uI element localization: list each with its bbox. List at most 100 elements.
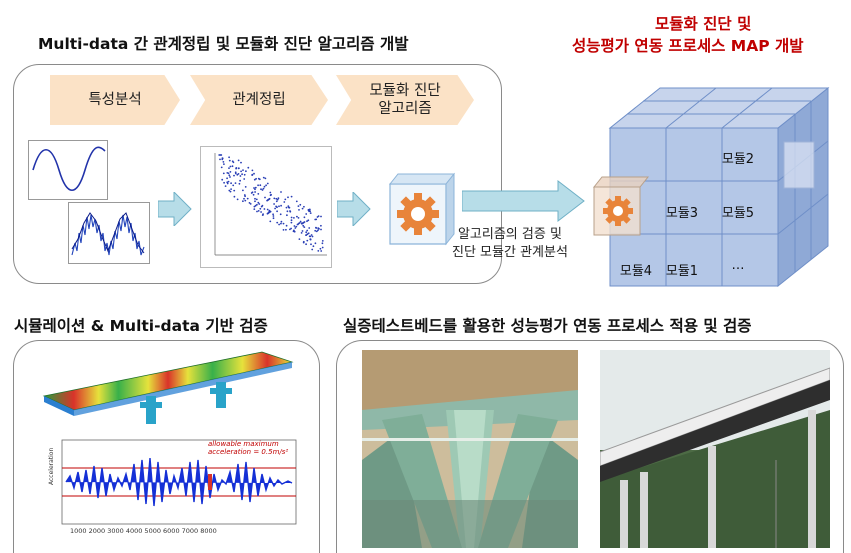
scatter-point	[270, 193, 272, 196]
scatter-point	[263, 208, 266, 210]
arrow-label-line2: 진단 모듈간 관계분석	[452, 244, 568, 260]
annotation-line2: acceleration = 0.5m/s²	[208, 448, 289, 457]
scatter-point	[243, 197, 245, 200]
scatter-point	[308, 235, 311, 238]
scatter-point	[283, 201, 286, 203]
step2-label: 관계정립	[232, 91, 286, 108]
scatter-point	[223, 181, 225, 184]
scatter-point	[299, 220, 302, 223]
scatter-point	[253, 208, 256, 210]
scatter-point	[262, 187, 265, 190]
scatter-point	[247, 166, 250, 169]
scatter-point	[305, 234, 308, 236]
scatter-point	[226, 177, 228, 180]
scatter-point	[286, 214, 288, 217]
scatter-point	[288, 206, 291, 209]
scatter-point	[305, 213, 308, 215]
scatter-graphic	[214, 153, 327, 256]
scatter-point	[307, 209, 310, 212]
bridge-underside-graphic	[362, 350, 578, 548]
scatter-point	[253, 187, 255, 189]
scatter-point	[230, 182, 232, 185]
scatter-point	[254, 197, 256, 200]
scatter-point	[269, 210, 272, 213]
scatter-point	[242, 169, 244, 171]
scatter-point	[311, 248, 314, 251]
scatter-point	[254, 200, 256, 203]
module-cube-graphic	[592, 86, 830, 288]
scatter-point	[259, 184, 262, 187]
svg-text:Acceleration: Acceleration	[48, 448, 55, 485]
scatter-point	[276, 198, 279, 201]
scatter-point	[244, 186, 247, 188]
scatter-point	[287, 196, 289, 199]
scatter-point	[280, 191, 282, 193]
scatter-point	[305, 243, 307, 246]
scatter-point	[234, 182, 237, 184]
scatter-point	[257, 210, 260, 212]
step1-label: 특성분석	[88, 91, 142, 108]
scatter-point	[285, 206, 288, 209]
bridge-side-photo	[600, 350, 830, 548]
scatter-point	[243, 178, 246, 180]
module-cube: 모듈2 모듈3 모듈5 모듈4 모듈1 …	[588, 60, 844, 292]
scatter-point	[266, 199, 268, 202]
scatter-point	[314, 229, 317, 232]
scatter-point	[297, 223, 299, 226]
scatter-point	[282, 229, 285, 231]
arrow-label-line1: 알고리즘의 검증 및	[457, 227, 562, 242]
scatter-point	[306, 220, 308, 223]
scatter-point	[226, 181, 229, 184]
scatter-point	[269, 220, 272, 223]
module-1-cell: 모듈1	[665, 263, 699, 279]
scatter-point	[273, 203, 275, 205]
scatter-point	[320, 250, 323, 252]
scatter-point	[229, 171, 232, 173]
scatter-point	[228, 189, 231, 192]
scatter-point	[244, 199, 247, 202]
scatter-point	[310, 243, 312, 246]
module-more-cell: …	[731, 257, 745, 273]
bridge-fem-model	[42, 351, 294, 424]
scatter-point	[303, 216, 306, 219]
scatter-point	[239, 179, 241, 182]
scatter-point	[231, 160, 234, 163]
scatter-point	[293, 229, 295, 232]
scatter-point	[314, 218, 317, 221]
flow-arrow-2	[337, 192, 371, 226]
scatter-point	[261, 214, 264, 216]
sine-wave-plot	[28, 140, 108, 200]
scatter-point	[258, 203, 261, 205]
scatter-point	[230, 188, 232, 190]
annotation-line1: allowable maximum	[208, 440, 279, 448]
scatter-point	[254, 191, 256, 193]
simulation-title: 시뮬레이션 & Multi-data 기반 검증	[14, 317, 268, 335]
scatter-point	[286, 210, 289, 213]
sine-wave-graphic	[32, 146, 106, 191]
scatter-point	[289, 228, 291, 231]
step-characteristic-analysis: 특성분석	[50, 75, 180, 125]
scatter-point	[307, 232, 310, 235]
scatter-point	[253, 172, 255, 175]
scatter-point	[252, 193, 255, 196]
scatter-point	[315, 227, 318, 229]
scatter-point	[310, 234, 313, 236]
scatter-point	[290, 216, 293, 219]
scatter-point	[314, 242, 317, 245]
arrow-label: 알고리즘의 검증 및 진단 모듈간 관계분석	[452, 226, 568, 261]
scatter-point	[320, 224, 322, 227]
scatter-point	[278, 205, 280, 208]
scatter-point	[295, 225, 298, 228]
scatter-point	[290, 221, 293, 224]
bridge-side-graphic	[600, 350, 830, 548]
scatter-point	[312, 245, 315, 248]
scatter-point	[228, 159, 231, 162]
scatter-point	[306, 229, 309, 232]
scatter-point	[317, 229, 319, 232]
scatter-point	[301, 230, 304, 232]
scatter-point	[219, 158, 221, 161]
scatter-point	[258, 178, 261, 181]
module-5-cell: 모듈5	[721, 205, 755, 221]
